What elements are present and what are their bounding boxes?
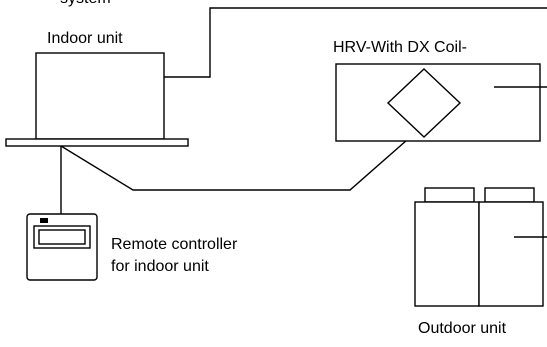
outdoor-fan-right [484,187,535,203]
indoor-unit-panel [5,138,189,147]
remote-controller-display [38,229,86,245]
remote-controller-indicator [40,218,48,223]
transmission-wire-top [152,7,547,78]
hrv-unit [335,63,541,142]
indoor-to-hrv-wire [60,139,408,191]
outdoor-unit [414,187,544,307]
remote-label-line2: for indoor unit [111,258,209,275]
outdoor-unit-left-module [414,201,480,307]
outdoor-fan-left [424,187,475,203]
remote-label-line1: Remote controller [111,236,238,253]
hrv-label: HRV-With DX Coil- [333,39,467,56]
remote-controller [26,213,98,281]
outdoor-unit-label: Outdoor unit [418,320,507,337]
indoor-unit-body [35,52,165,140]
indoor-unit-label: Indoor unit [47,30,123,47]
outdoor-unit-right-module [478,201,544,307]
heat-exchanger-diamond-icon [386,68,462,138]
top-partial-label: system [60,0,111,7]
indoor-unit [5,52,189,147]
